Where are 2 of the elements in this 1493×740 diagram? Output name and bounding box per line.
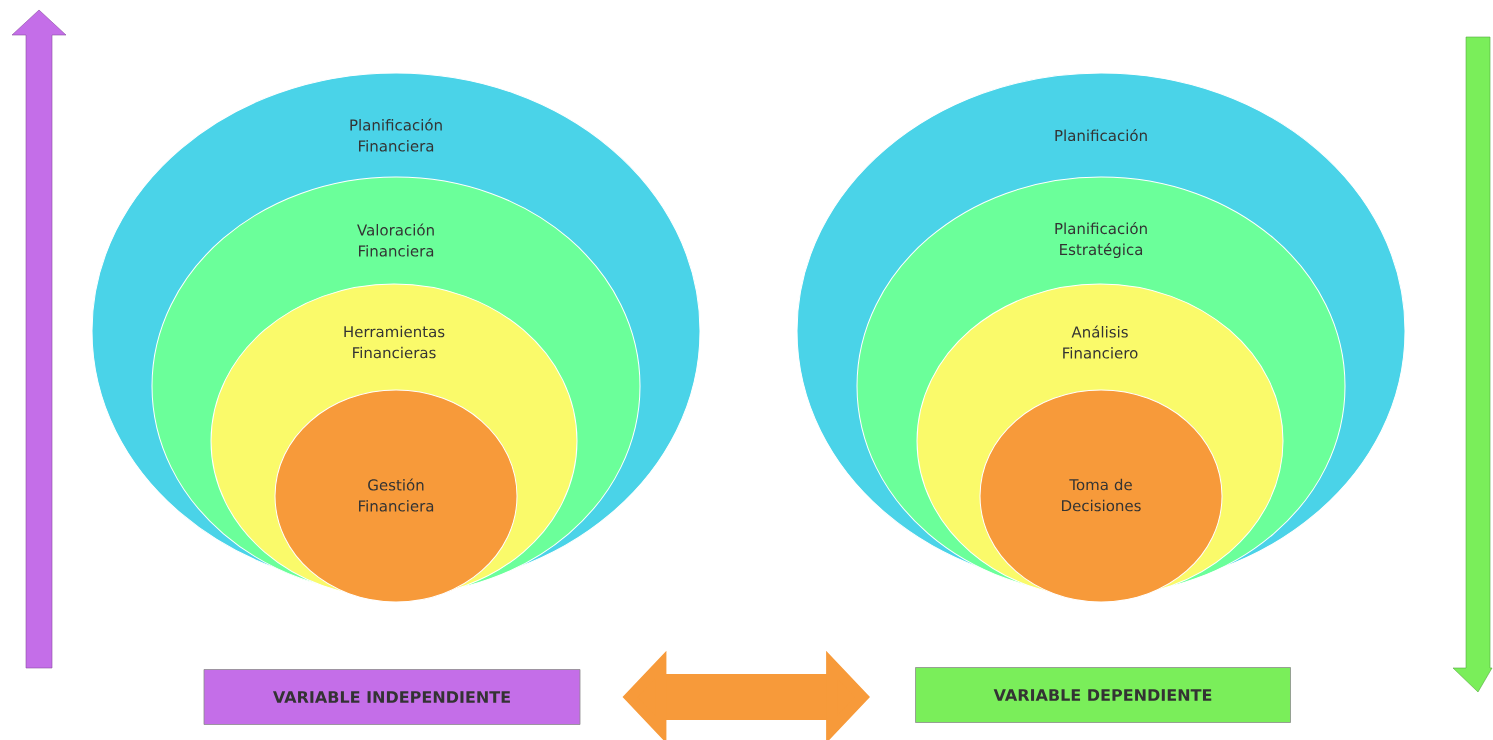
variable-box: VARIABLE INDEPENDIENTE [203,669,581,725]
variable-box: VARIABLE DEPENDIENTE [915,667,1291,723]
